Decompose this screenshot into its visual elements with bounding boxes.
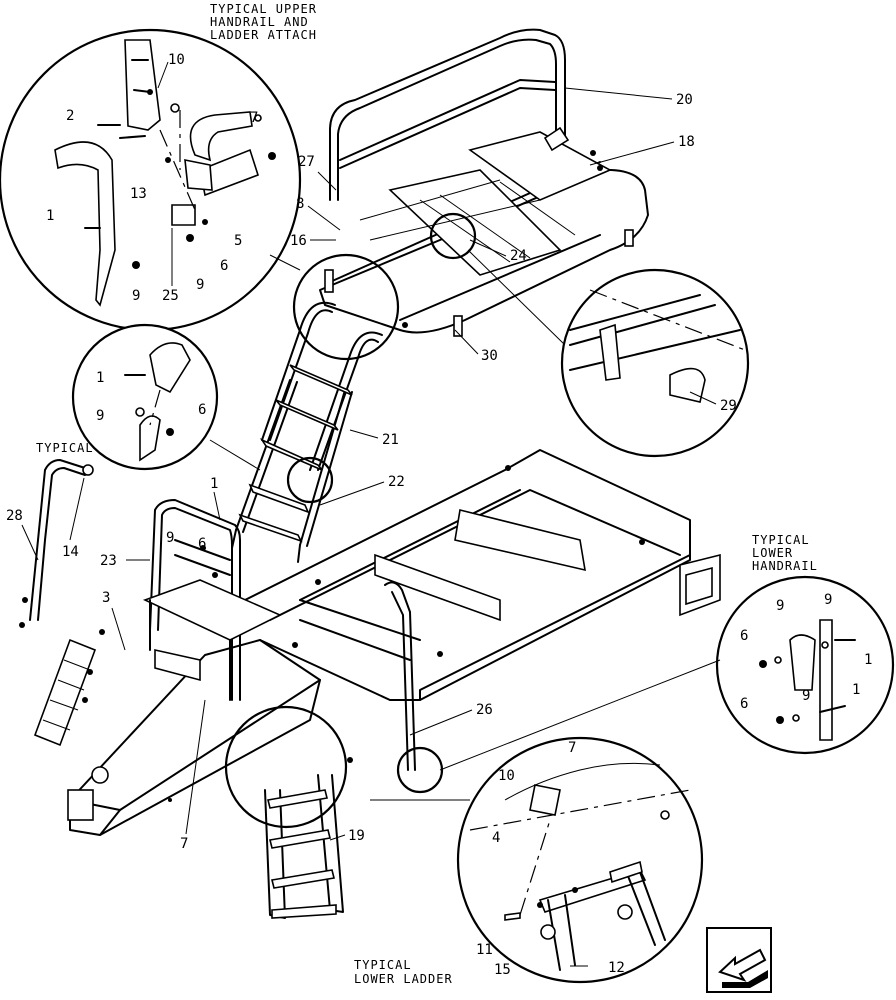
callout-d3-6a: 6 xyxy=(740,628,748,644)
callout-24: 24 xyxy=(510,248,527,264)
callout-d2-6: 6 xyxy=(198,402,206,418)
callout-m-9: 9 xyxy=(166,530,174,546)
callout-1: 1 xyxy=(46,208,54,224)
callout-2: 2 xyxy=(66,108,74,124)
callout-7: 7 xyxy=(250,110,258,126)
callout-d4-11: 11 xyxy=(476,942,493,958)
callout-22: 22 xyxy=(388,474,405,490)
callout-16: 16 xyxy=(290,233,307,249)
side-handrail xyxy=(384,581,416,771)
main-ladder xyxy=(231,301,383,563)
small-side-ladder xyxy=(33,629,105,747)
callout-6: 6 xyxy=(220,258,228,274)
callout-d3-9c: 9 xyxy=(802,688,810,704)
note-upper-2: HANDRAIL AND xyxy=(210,15,309,29)
callout-d4-10: 10 xyxy=(498,768,515,784)
callout-m-1: 1 xyxy=(210,476,218,492)
callout-29: 29 xyxy=(720,398,737,414)
callout-8: 8 xyxy=(296,196,304,212)
note-typical: TYPICAL xyxy=(36,441,94,455)
upper-platform xyxy=(319,28,649,337)
callout-3: 3 xyxy=(102,590,110,606)
typical-rail xyxy=(19,459,94,628)
callout-m-6: 6 xyxy=(198,536,206,552)
callout-20: 20 xyxy=(676,92,693,108)
lower-handrail-platform xyxy=(142,499,282,701)
callout-d4-15: 15 xyxy=(494,962,511,978)
callout-26: 26 xyxy=(476,702,493,718)
callout-d2-9: 9 xyxy=(96,408,104,424)
note-upper-3: LADDER ATTACH xyxy=(210,28,317,42)
callout-30: 30 xyxy=(481,348,498,364)
callout-5: 5 xyxy=(234,233,242,249)
main-frame xyxy=(67,449,721,836)
note-lower-ladder-1: TYPICAL xyxy=(354,958,412,972)
note-lower-3: HANDRAIL xyxy=(752,559,818,573)
callout-13: 13 xyxy=(130,186,147,202)
rear-ladder xyxy=(264,774,344,919)
detail-lower-ladder: 10 7 4 11 15 12 xyxy=(456,736,704,984)
detail-upper-attach: 10 2 7 13 1 5 6 9 9 25 xyxy=(0,28,302,332)
callout-28: 28 xyxy=(6,508,23,524)
callout-18: 18 xyxy=(678,134,695,150)
callout-9b: 9 xyxy=(196,277,204,293)
callout-d4-4: 4 xyxy=(492,830,500,846)
callout-25: 25 xyxy=(162,288,179,304)
callout-d3-6b: 6 xyxy=(740,696,748,712)
detail-platform-zoom: 29 xyxy=(560,268,750,458)
note-lower-ladder-2: LOWER LADDER xyxy=(354,972,453,986)
callout-19: 19 xyxy=(348,828,365,844)
callout-d4-7: 7 xyxy=(568,740,576,756)
callout-d3-1a: 1 xyxy=(864,652,872,668)
callout-21: 21 xyxy=(382,432,399,448)
callout-10: 10 xyxy=(168,52,185,68)
note-lower-2: LOWER xyxy=(752,546,793,560)
callout-23: 23 xyxy=(100,553,117,569)
callout-d3-9b: 9 xyxy=(824,592,832,608)
callout-d2-1: 1 xyxy=(96,370,104,386)
callout-m-7: 7 xyxy=(180,836,188,852)
callout-9a: 9 xyxy=(132,288,140,304)
detail-small-bracket: 1 9 6 xyxy=(71,323,219,471)
arrow-icon[interactable] xyxy=(706,927,772,993)
callout-d4-12: 12 xyxy=(608,960,625,976)
callout-d3-9a: 9 xyxy=(776,598,784,614)
callout-d3-1b: 1 xyxy=(852,682,860,698)
callout-14: 14 xyxy=(62,544,79,560)
note-lower-1: TYPICAL xyxy=(752,533,810,547)
note-upper-1: TYPICAL UPPER xyxy=(210,2,317,16)
detail-lower-handrail: 9 9 6 1 9 6 1 xyxy=(715,575,895,755)
callout-27: 27 xyxy=(298,154,315,170)
